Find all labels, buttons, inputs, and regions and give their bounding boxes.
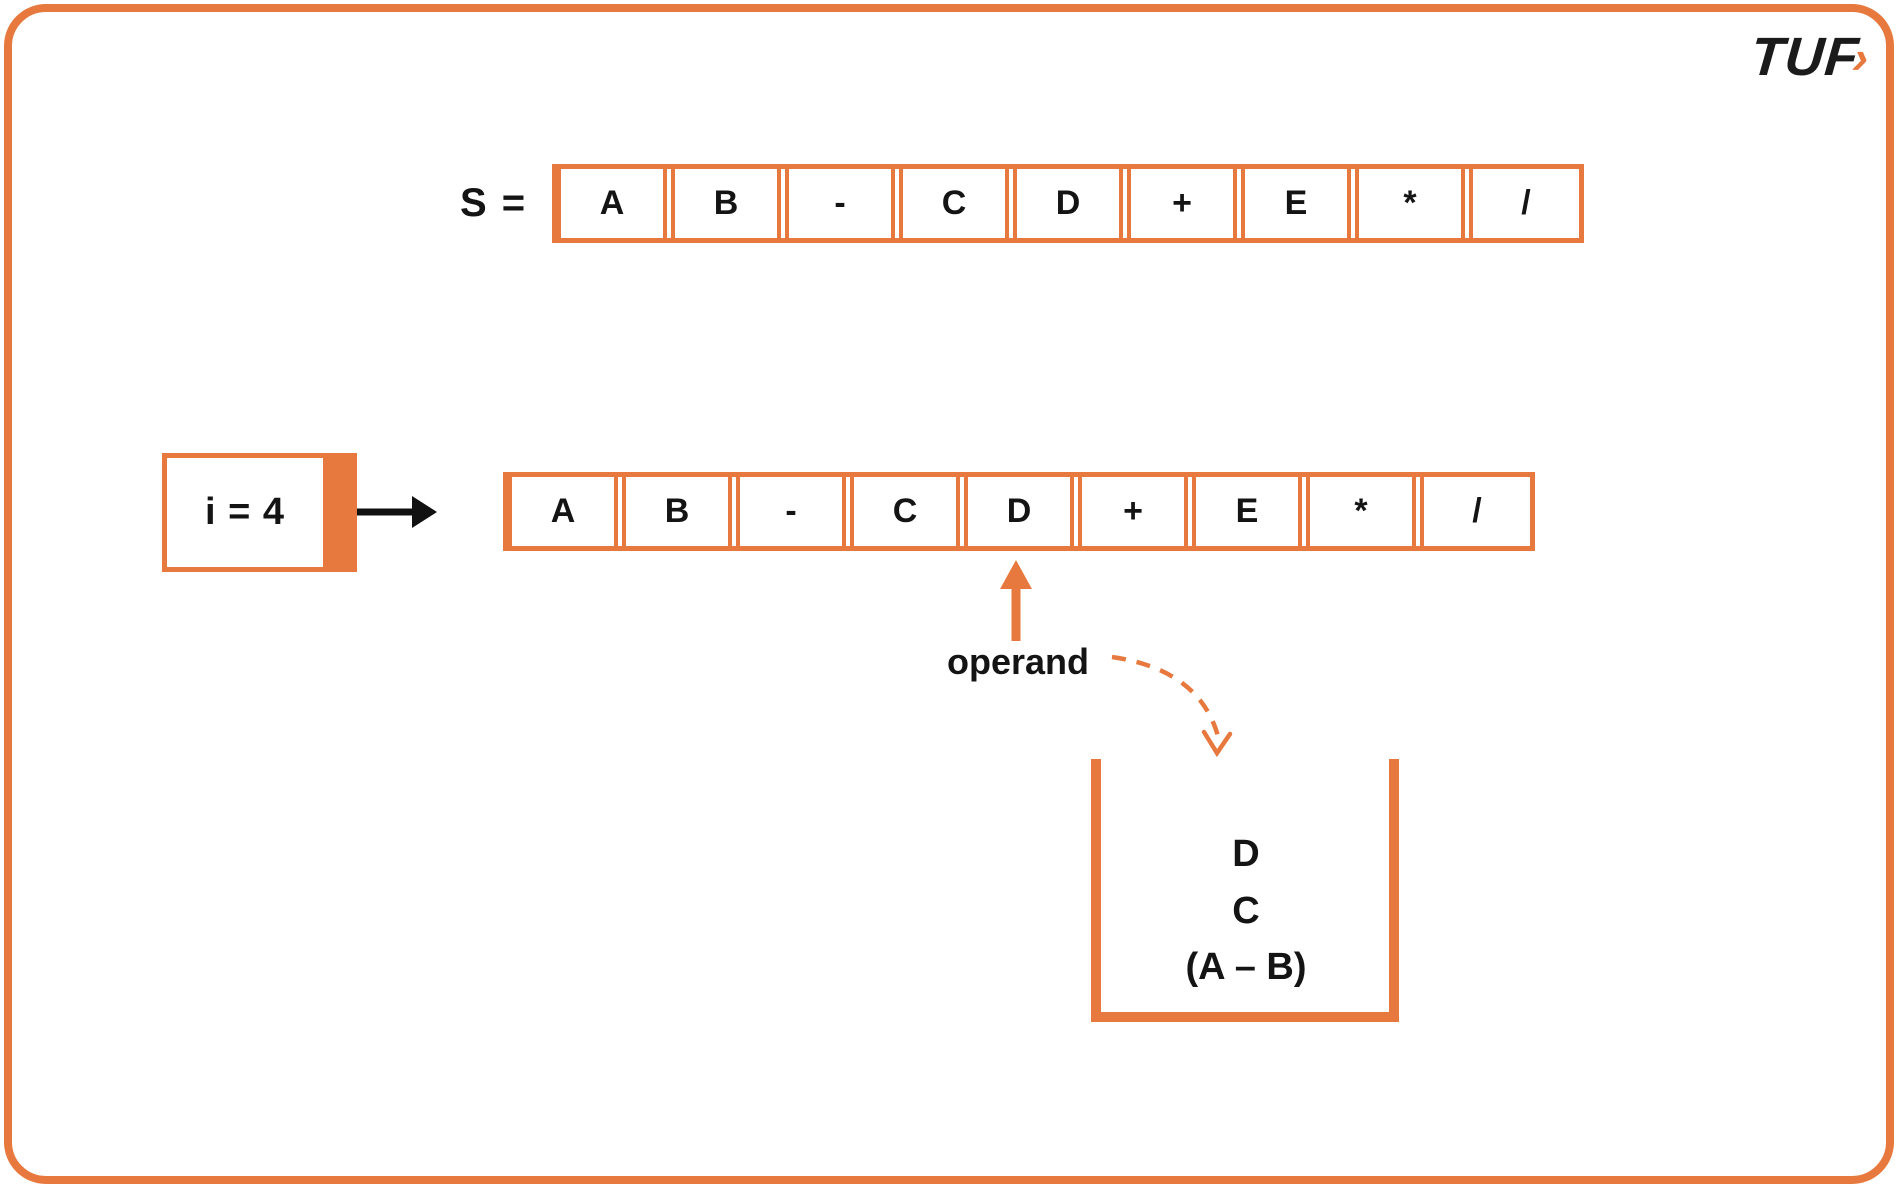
- iteration-array-cell: /: [1420, 477, 1530, 546]
- index-arrow: [357, 496, 437, 528]
- stack-item-value: D: [1232, 833, 1260, 875]
- iteration-cell-value: B: [664, 492, 690, 530]
- stack-items: D C (A – B): [1096, 833, 1396, 990]
- iteration-array-cell: A: [508, 477, 618, 546]
- expression-array-cell: C: [899, 169, 1009, 238]
- expression-cell-value: B: [713, 184, 739, 222]
- expression-array-cell: A: [557, 169, 667, 238]
- stack-item-value: C: [1232, 889, 1260, 932]
- stack-item: (A – B): [1185, 946, 1306, 990]
- brand-logo: TUF ›: [1748, 26, 1871, 88]
- expression-cell-value: E: [1284, 184, 1308, 222]
- iteration-cell-value: *: [1354, 492, 1368, 530]
- iteration-array-cell: C: [850, 477, 960, 546]
- push-flow-arrow: [1111, 654, 1233, 758]
- iteration-cell-value: -: [785, 492, 797, 530]
- expression-array: A B - C D + E: [552, 164, 1584, 243]
- iteration-cell-value: E: [1235, 492, 1259, 530]
- operand-pointer-arrow: [1000, 560, 1032, 641]
- iteration-cell-value: A: [550, 492, 576, 530]
- iteration-cell-value: /: [1472, 492, 1482, 530]
- iteration-cell-value: D: [1006, 492, 1032, 530]
- iteration-array-cell: E: [1192, 477, 1302, 546]
- expression-cell-value: A: [599, 184, 625, 222]
- expression-array-cell: -: [785, 169, 895, 238]
- iteration-array-cell: -: [736, 477, 846, 546]
- expression-cell-value: *: [1403, 184, 1417, 222]
- expression-array-cell: E: [1241, 169, 1351, 238]
- expression-cell-value: -: [834, 184, 846, 222]
- iteration-cell-value: +: [1123, 492, 1143, 530]
- index-label: i = 4: [205, 491, 285, 533]
- stack-item: C: [1232, 890, 1259, 934]
- operand-label: operand: [946, 641, 1089, 682]
- expression-array-cell: D: [1013, 169, 1123, 238]
- expression-cell-value: D: [1055, 184, 1081, 222]
- iteration-cell-value: C: [892, 492, 918, 530]
- iteration-array-cell: *: [1306, 477, 1416, 546]
- expression-cell-value: /: [1521, 184, 1531, 222]
- index-box-strip: [323, 458, 352, 567]
- iteration-array-cell: +: [1078, 477, 1188, 546]
- iteration-array: A B - C D + E: [503, 472, 1535, 551]
- iteration-array-cell: D: [964, 477, 1074, 546]
- expression-array-cell: /: [1469, 169, 1579, 238]
- expression-array-cell: B: [671, 169, 781, 238]
- brand-logo-text: TUF: [1748, 27, 1862, 87]
- index-box: i = 4: [162, 453, 357, 572]
- stack-item-value: (A – B): [1185, 946, 1307, 989]
- expression-array-cell: +: [1127, 169, 1237, 238]
- expression-cell-value: C: [941, 184, 967, 222]
- expression-array-cell: *: [1355, 169, 1465, 238]
- stack-item: D: [1232, 833, 1259, 877]
- expression-cell-value: +: [1172, 184, 1192, 222]
- iteration-array-cell: B: [622, 477, 732, 546]
- expression-label: S =: [460, 181, 528, 225]
